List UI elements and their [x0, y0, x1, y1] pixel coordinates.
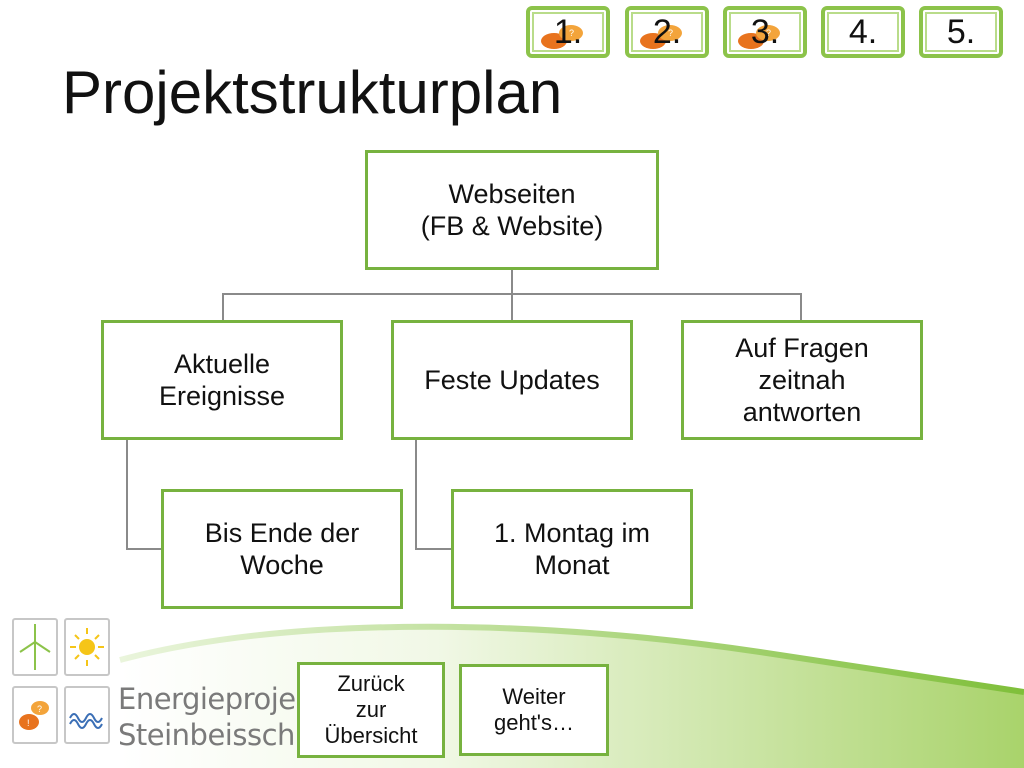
waves-icon [64, 686, 110, 744]
slide-title: Projektstrukturplan [62, 59, 563, 126]
speech-bubbles-icon: ? ! [12, 686, 58, 744]
next-button[interactable]: Weiter geht's… [459, 664, 609, 756]
node-text: Feste Updates [424, 365, 600, 395]
node-text: Webseiten [448, 179, 576, 209]
step-1-button[interactable]: ? 1. [526, 6, 610, 58]
svg-text:?: ? [37, 704, 42, 714]
node-text: Ereignisse [158, 381, 286, 411]
step-label: 5. [946, 13, 976, 51]
step-label: 4. [848, 13, 878, 51]
back-to-overview-button[interactable]: Zurück zur Übersicht [297, 662, 445, 758]
step-2-button[interactable]: ? 2. [625, 6, 709, 58]
node-text: Woche [240, 550, 324, 580]
connector-line [511, 268, 513, 294]
node-text: (FB & Website) [420, 211, 604, 241]
branch-node-feste-updates: Feste Updates [391, 320, 633, 440]
connector-line [126, 548, 162, 550]
step-3-button[interactable]: ? 3. [723, 6, 807, 58]
step-label: 1. [553, 13, 583, 51]
svg-text:!: ! [27, 718, 30, 728]
connector-line [800, 293, 802, 321]
step-5-button[interactable]: 5. [919, 6, 1003, 58]
node-text: Monat [534, 550, 610, 580]
node-text: antworten [742, 397, 862, 427]
node-text: Auf Fragen [735, 333, 869, 363]
root-node: Webseiten(FB & Website) [365, 150, 659, 270]
wind-turbine-icon [12, 618, 58, 676]
connector-line [415, 548, 451, 550]
step-4-button[interactable]: 4. [821, 6, 905, 58]
node-text: Aktuelle [173, 349, 271, 379]
logo-text-line1: Energieprojekt [118, 682, 323, 716]
connector-line [222, 293, 224, 321]
connector-line [415, 438, 417, 550]
node-text: 1. Montag im [493, 518, 651, 548]
connector-line [126, 438, 128, 550]
node-text: Bis Ende der [204, 518, 360, 548]
step-label: 3. [750, 13, 780, 51]
step-label: 2. [652, 13, 682, 51]
connector-line [511, 293, 513, 321]
sun-icon [64, 618, 110, 676]
node-text: zeitnah [758, 365, 846, 395]
